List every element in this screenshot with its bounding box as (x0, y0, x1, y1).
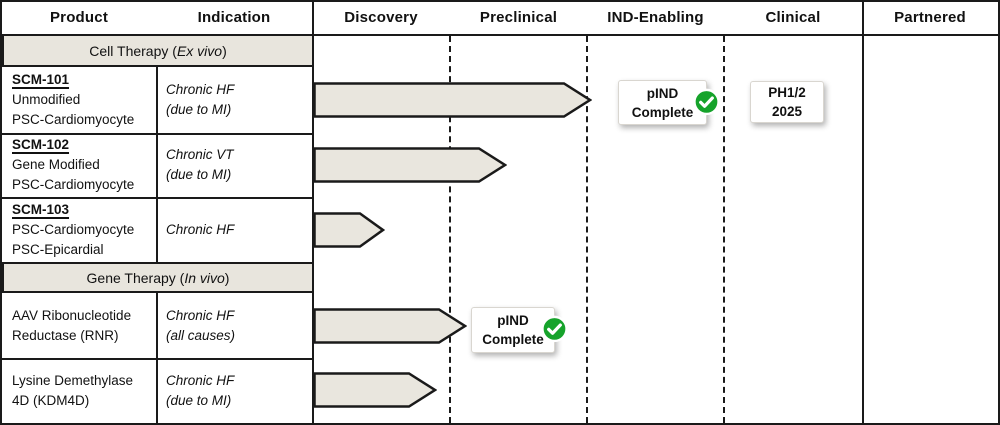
section-header-gene-therapy: Gene Therapy (In vivo) (2, 262, 314, 293)
check-icon (541, 315, 568, 343)
product-line: PSC-Cardiomyocyte (12, 221, 135, 237)
stage-separator-ind-clinical (723, 36, 725, 423)
column-header-discovery: Discovery (344, 9, 418, 26)
product-cell-kdm4d: Lysine Demethylase 4D (KDM4D) (12, 358, 152, 423)
badge-line: pIND (646, 85, 679, 101)
product-line: Gene Modified (12, 157, 100, 172)
stage-separator-preclinical-ind (586, 36, 588, 423)
pipeline-arrow-scm102 (313, 147, 507, 183)
badge-line: PH1/2 (768, 85, 806, 100)
milestone-badge-ph12-2025: PH1/2 2025 (750, 81, 824, 123)
product-code: SCM-101 (12, 72, 70, 87)
product-line: Reductase (RNR) (12, 327, 119, 343)
badge-line: pIND (497, 313, 529, 328)
pipeline-arrow-kdm4d (313, 372, 437, 408)
column-header-indication: Indication (197, 9, 271, 26)
partnered-divider (862, 2, 864, 423)
indication-line: (due to MI) (166, 102, 232, 117)
product-line: AAV Ribonucleotide (12, 307, 132, 323)
column-header-clinical: Clinical (765, 9, 821, 26)
product-line: Unmodified (12, 92, 81, 107)
badge-line: 2025 (771, 104, 803, 119)
milestone-badge-pind-scm101: pIND Complete (618, 80, 720, 125)
indication-line: Chronic VT (166, 147, 234, 162)
product-code: SCM-102 (12, 137, 70, 152)
indication-cell-kdm4d: Chronic HF (due to MI) (166, 358, 308, 423)
header-divider (2, 34, 998, 36)
pipeline-arrow-scm103 (313, 212, 385, 248)
row-divider-1 (2, 133, 312, 135)
column-header-product: Product (49, 9, 109, 26)
product-code: SCM-103 (12, 201, 70, 217)
product-line: PSC-Epicardial (12, 241, 104, 257)
chart-left-border (312, 2, 314, 423)
indication-line: (due to MI) (166, 392, 232, 408)
column-header-partnered: Partnered (894, 9, 966, 26)
product-indication-divider-top (156, 67, 158, 262)
product-cell-scm102: SCM-102 Gene Modified PSC-Cardiomyocyte (12, 133, 152, 197)
section-header-cell-therapy: Cell Therapy (Ex vivo) (2, 34, 314, 67)
product-cell-scm103: SCM-103 PSC-Cardiomyocyte PSC-Epicardial (12, 197, 152, 262)
column-header-preclinical: Preclinical (479, 9, 558, 26)
section-label: Gene Therapy (In vivo) (86, 269, 230, 286)
indication-cell-scm101: Chronic HF (due to MI) (166, 67, 308, 133)
badge-line: Complete (631, 104, 694, 120)
indication-line: Chronic HF (166, 307, 235, 323)
product-line: PSC-Cardiomyocyte (12, 112, 135, 127)
stage-separator-discovery-preclinical (449, 36, 451, 423)
product-line: 4D (KDM4D) (12, 392, 90, 408)
indication-line: Chronic HF (166, 372, 235, 388)
product-line: Lysine Demethylase (12, 372, 134, 388)
badge-line: Complete (482, 332, 544, 347)
indication-cell-scm102: Chronic VT (due to MI) (166, 133, 308, 197)
indication-line: (all causes) (166, 327, 236, 343)
row-divider-2 (2, 197, 312, 199)
indication-cell-rnr: Chronic HF (all causes) (166, 293, 308, 358)
indication-cell-scm103: Chronic HF (166, 197, 308, 262)
column-header-ind-enabling: IND-Enabling (607, 9, 704, 26)
product-cell-scm101: SCM-101 Unmodified PSC-Cardiomyocyte (12, 67, 152, 133)
product-line: PSC-Cardiomyocyte (12, 177, 135, 192)
pipeline-arrow-rnr (313, 308, 467, 344)
indication-line: Chronic HF (166, 221, 235, 237)
indication-line: Chronic HF (166, 82, 235, 97)
check-icon (693, 88, 720, 115)
row-divider-3 (2, 358, 312, 360)
indication-line: (due to MI) (166, 167, 232, 182)
product-cell-rnr: AAV Ribonucleotide Reductase (RNR) (12, 293, 152, 358)
milestone-badge-pind-rnr: pIND Complete (471, 307, 568, 353)
section-label: Cell Therapy (Ex vivo) (89, 42, 227, 59)
pipeline-arrow-scm101 (313, 82, 592, 118)
